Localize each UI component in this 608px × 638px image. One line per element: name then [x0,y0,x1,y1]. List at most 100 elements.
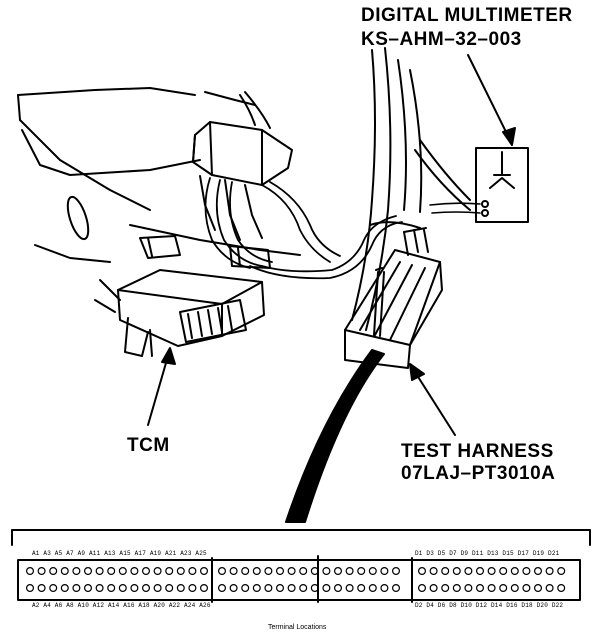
pin-cavity [241,566,250,575]
pin-cavity [345,583,354,592]
harness-label-line2: 07LAJ–PT3010A [401,463,556,484]
pin-cavity [37,566,46,575]
pin-cavity [287,583,296,592]
tcm-leader [147,355,169,426]
panel-hole [66,195,90,241]
pin-cavity [95,566,104,575]
pin-cavity [357,566,366,575]
pin-cavity [499,566,508,575]
pin-cavity [72,566,81,575]
pin-cavity [229,583,238,592]
pin-cavity [176,566,185,575]
callout-wedge [285,349,385,523]
pin-cavity [60,583,69,592]
pin-cavity [441,566,450,575]
pin-cavity [264,566,273,575]
pin-cavity [200,566,209,575]
pin-cavity [476,566,485,575]
pin-cavity [522,583,531,592]
pin-cavity [118,566,127,575]
pin-cavity [165,566,174,575]
pin-labels-top-right: D1 D3 D5 D7 D9 D11 D13 D15 D17 D19 D21 [415,550,560,557]
pin-cavity [188,583,197,592]
pin-cavity [83,566,92,575]
pin-cavity [392,566,401,575]
pin-cavity [49,583,58,592]
pin-cavity [545,566,554,575]
pin-cavity [557,583,566,592]
pin-cavity [95,583,104,592]
tcm-module [94,269,265,357]
pin-cavity [429,566,438,575]
pin-cavity [522,566,531,575]
pin-cavity [418,566,427,575]
pin-cavity [368,566,377,575]
pin-cavity [241,583,250,592]
harness-leader [414,371,456,436]
multimeter-label-line2: KS–AHM–32–003 [361,29,522,50]
pin-cavity [229,566,238,575]
pin-cavity [107,566,116,575]
pin-cavity [464,583,473,592]
pin-cavity [429,583,438,592]
multimeter-box [429,147,529,223]
pin-cavity [510,566,519,575]
pin-cavity [310,566,319,575]
pin-cavity [510,583,519,592]
pin-cavity [153,583,162,592]
pin-cavity [476,583,485,592]
pin-cavity [452,583,461,592]
pin-cavity [142,566,151,575]
pin-labels-bottom-right: D2 D4 D6 D8 D10 D12 D14 D16 D18 D20 D22 [415,602,564,609]
pin-cavity [276,566,285,575]
pin-cavity [557,566,566,575]
pin-cavity [26,583,35,592]
pin-cavity [464,566,473,575]
pin-cavity [310,583,319,592]
pin-cavity [118,583,127,592]
pin-cavity [130,583,139,592]
tcm-arrow [161,347,176,365]
pin-cavity [334,566,343,575]
pin-cavity [130,566,139,575]
pin-cavity [252,583,261,592]
multimeter-label-line1: DIGITAL MULTIMETER [361,5,573,26]
pin-cavity [380,566,389,575]
pin-cavity [487,566,496,575]
pin-cavity [60,566,69,575]
pin-cavity [345,566,354,575]
pin-cavity [176,583,185,592]
pin-cavity [37,583,46,592]
pin-cavity [142,583,151,592]
pin-cavity [72,583,81,592]
multimeter-arrow [502,127,516,146]
pin-cavity [264,583,273,592]
multimeter-leader [467,54,511,141]
pin-cavity [218,566,227,575]
pin-cavity [441,583,450,592]
pin-cavity [188,566,197,575]
pin-cavity [418,583,427,592]
pin-cavity [334,583,343,592]
pin-cavity [545,583,554,592]
pin-cavity [487,583,496,592]
pin-cavity [533,566,542,575]
pin-cavity [107,583,116,592]
pin-cavity [368,583,377,592]
pin-cavity [299,566,308,575]
harness-label-line1: TEST HARNESS [401,441,554,462]
pin-cavity [533,583,542,592]
test-harness [344,221,443,369]
connector-face [11,529,591,603]
pin-cavity [287,566,296,575]
pin-cavity [153,566,162,575]
pin-labels-bottom-left: A2 A4 A6 A8 A10 A12 A14 A16 A18 A20 A22 … [32,602,211,609]
pin-cavity [165,583,174,592]
connector-caption: Terminal Locations [268,624,327,631]
pin-cavity [83,583,92,592]
tcm-label: TCM [127,435,170,456]
pin-cavity [218,583,227,592]
dashboard-panel [17,87,301,263]
pin-cavity [392,583,401,592]
pin-cavity [299,583,308,592]
